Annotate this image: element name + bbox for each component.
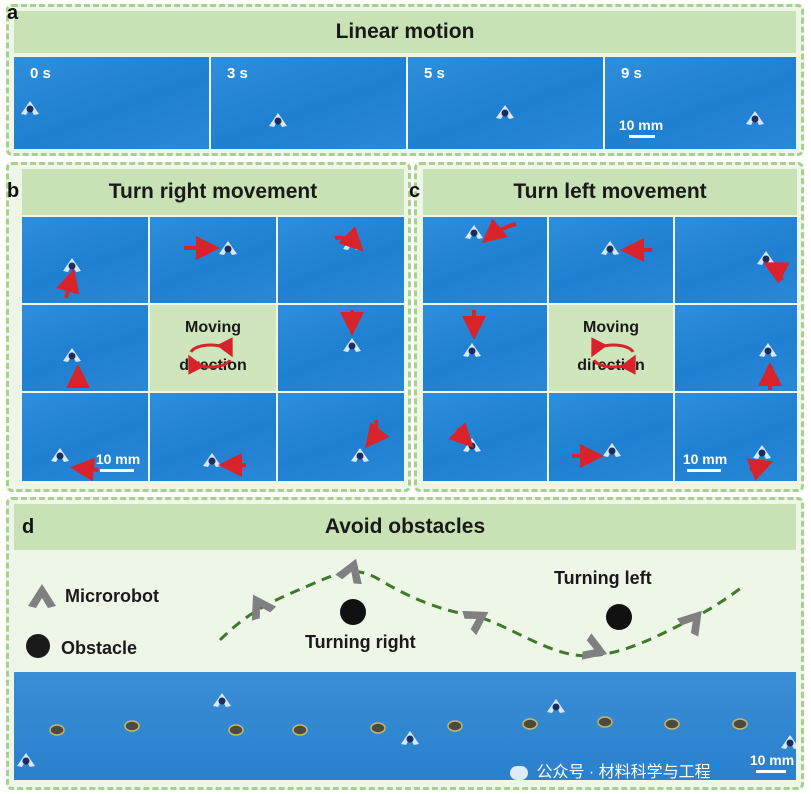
microrobot-icon: [746, 111, 764, 125]
red-arrow-icon: [481, 218, 517, 244]
microrobot-icon: [351, 448, 369, 462]
red-arrow-icon: [70, 457, 99, 482]
microrobot-icon: [675, 601, 713, 639]
rotation-arrow-icon: [188, 354, 232, 375]
microrobot-icon: [213, 693, 231, 707]
legend-obstacle-label: Obstacle: [61, 638, 138, 658]
grid-cell: [423, 393, 547, 481]
watermark: 公众号 · 材料科学与工程: [510, 758, 711, 782]
scale-label: 10 mm: [682, 451, 728, 467]
microrobot-icon: [547, 699, 565, 713]
red-arrow-icon: [762, 262, 790, 284]
grid-cell: 10 mm: [675, 393, 797, 481]
obstacle-icon: [340, 599, 366, 625]
moving-label: Moving: [583, 319, 639, 336]
legend-microrobot-label: Microrobot: [65, 586, 159, 606]
grid-cell: [150, 393, 276, 481]
scale-bar: 10 mm: [88, 451, 148, 472]
rotation-arrow-icon: [591, 337, 635, 358]
panel-b-title: Turn right movement: [22, 169, 404, 215]
frame-0s: 0 s: [14, 57, 209, 149]
scale-bar-d: 10 mm: [742, 752, 802, 773]
grid-cell: [549, 217, 673, 303]
microrobot-legend-icon: [28, 584, 56, 608]
microrobot-icon: [343, 338, 361, 352]
microrobot-icon: [601, 241, 619, 255]
scale-bar: 10 mm: [675, 451, 735, 472]
strip-obstacles: [49, 716, 748, 736]
grid-cell: [675, 217, 797, 303]
scale-label: 10 mm: [749, 752, 795, 768]
microrobot-icon: [465, 225, 483, 239]
microrobot-icon: [51, 448, 69, 462]
panel-d-letter: d: [22, 516, 35, 538]
moving-label: Moving: [185, 319, 241, 336]
frame-3s: 3 s: [211, 57, 406, 149]
wechat-icon: [510, 765, 528, 780]
panel-b-letter: b: [7, 180, 20, 202]
red-arrow-icon: [746, 458, 774, 481]
red-arrow-icon: [56, 268, 80, 299]
panel-a-letter: a: [7, 2, 19, 24]
grid-cell: [549, 393, 673, 481]
microrobot-icon: [401, 731, 419, 745]
scale-bar: 10 mm: [611, 117, 671, 138]
microrobot-icon: [460, 599, 496, 637]
red-arrow-icon: [365, 419, 390, 449]
red-arrow-icon: [334, 226, 364, 252]
watermark-text: 公众号 · 材料科学与工程: [536, 764, 711, 781]
microrobot-icon: [63, 258, 81, 272]
microrobot-icon: [781, 735, 799, 749]
rotation-arrow-icon: [592, 354, 636, 375]
microrobot-icon: [759, 343, 777, 357]
grid-cell: 10 mm: [22, 393, 148, 481]
time-label: 3 s: [227, 65, 248, 82]
microrobot-icon: [21, 101, 39, 115]
scale-label: 10 mm: [95, 451, 141, 467]
time-label: 9 s: [621, 65, 642, 82]
microrobot-icon: [463, 343, 481, 357]
frame-9s: 9 s 10 mm: [605, 57, 796, 149]
panel-c-letter: c: [409, 180, 421, 202]
microrobot-icon: [579, 632, 613, 668]
obstacle-icon: [606, 604, 632, 630]
panel-a-title: Linear motion: [14, 11, 796, 53]
microrobot-icon: [63, 348, 81, 362]
microrobot-icon: [203, 453, 221, 467]
microrobot-icon: [17, 753, 35, 767]
grid-cell: [150, 217, 276, 303]
rotation-arrow-icon: [189, 337, 233, 358]
time-label: 0 s: [30, 65, 51, 82]
microrobot-icon: [757, 251, 775, 265]
scale-label: 10 mm: [618, 117, 664, 133]
panel-c-title: Turn left movement: [423, 169, 797, 215]
microrobot-icon: [496, 105, 514, 119]
grid-cell: [22, 217, 148, 303]
moving-direction-cell: Moving direction: [549, 305, 673, 391]
obstacle-legend-icon: [26, 634, 50, 658]
microrobot-icon: [603, 443, 621, 457]
panel-d: Avoid obstacles Microrobot Obstacle Turn…: [6, 497, 804, 790]
frame-5s: 5 s: [408, 57, 603, 149]
microrobot-icon: [269, 113, 287, 127]
time-label: 5 s: [424, 65, 445, 82]
microrobot-icon: [753, 445, 771, 459]
red-arrow-icon: [448, 422, 474, 448]
turning-left-label: Turning left: [554, 568, 652, 588]
panel-a: Linear motion 0 s 3 s 5 s 9 s 10 mm: [6, 4, 804, 156]
turning-right-label: Turning right: [305, 632, 416, 652]
microrobot-icon: [334, 553, 370, 587]
panel-d-title: Avoid obstacles: [14, 504, 796, 550]
microrobot-icon: [219, 241, 237, 255]
